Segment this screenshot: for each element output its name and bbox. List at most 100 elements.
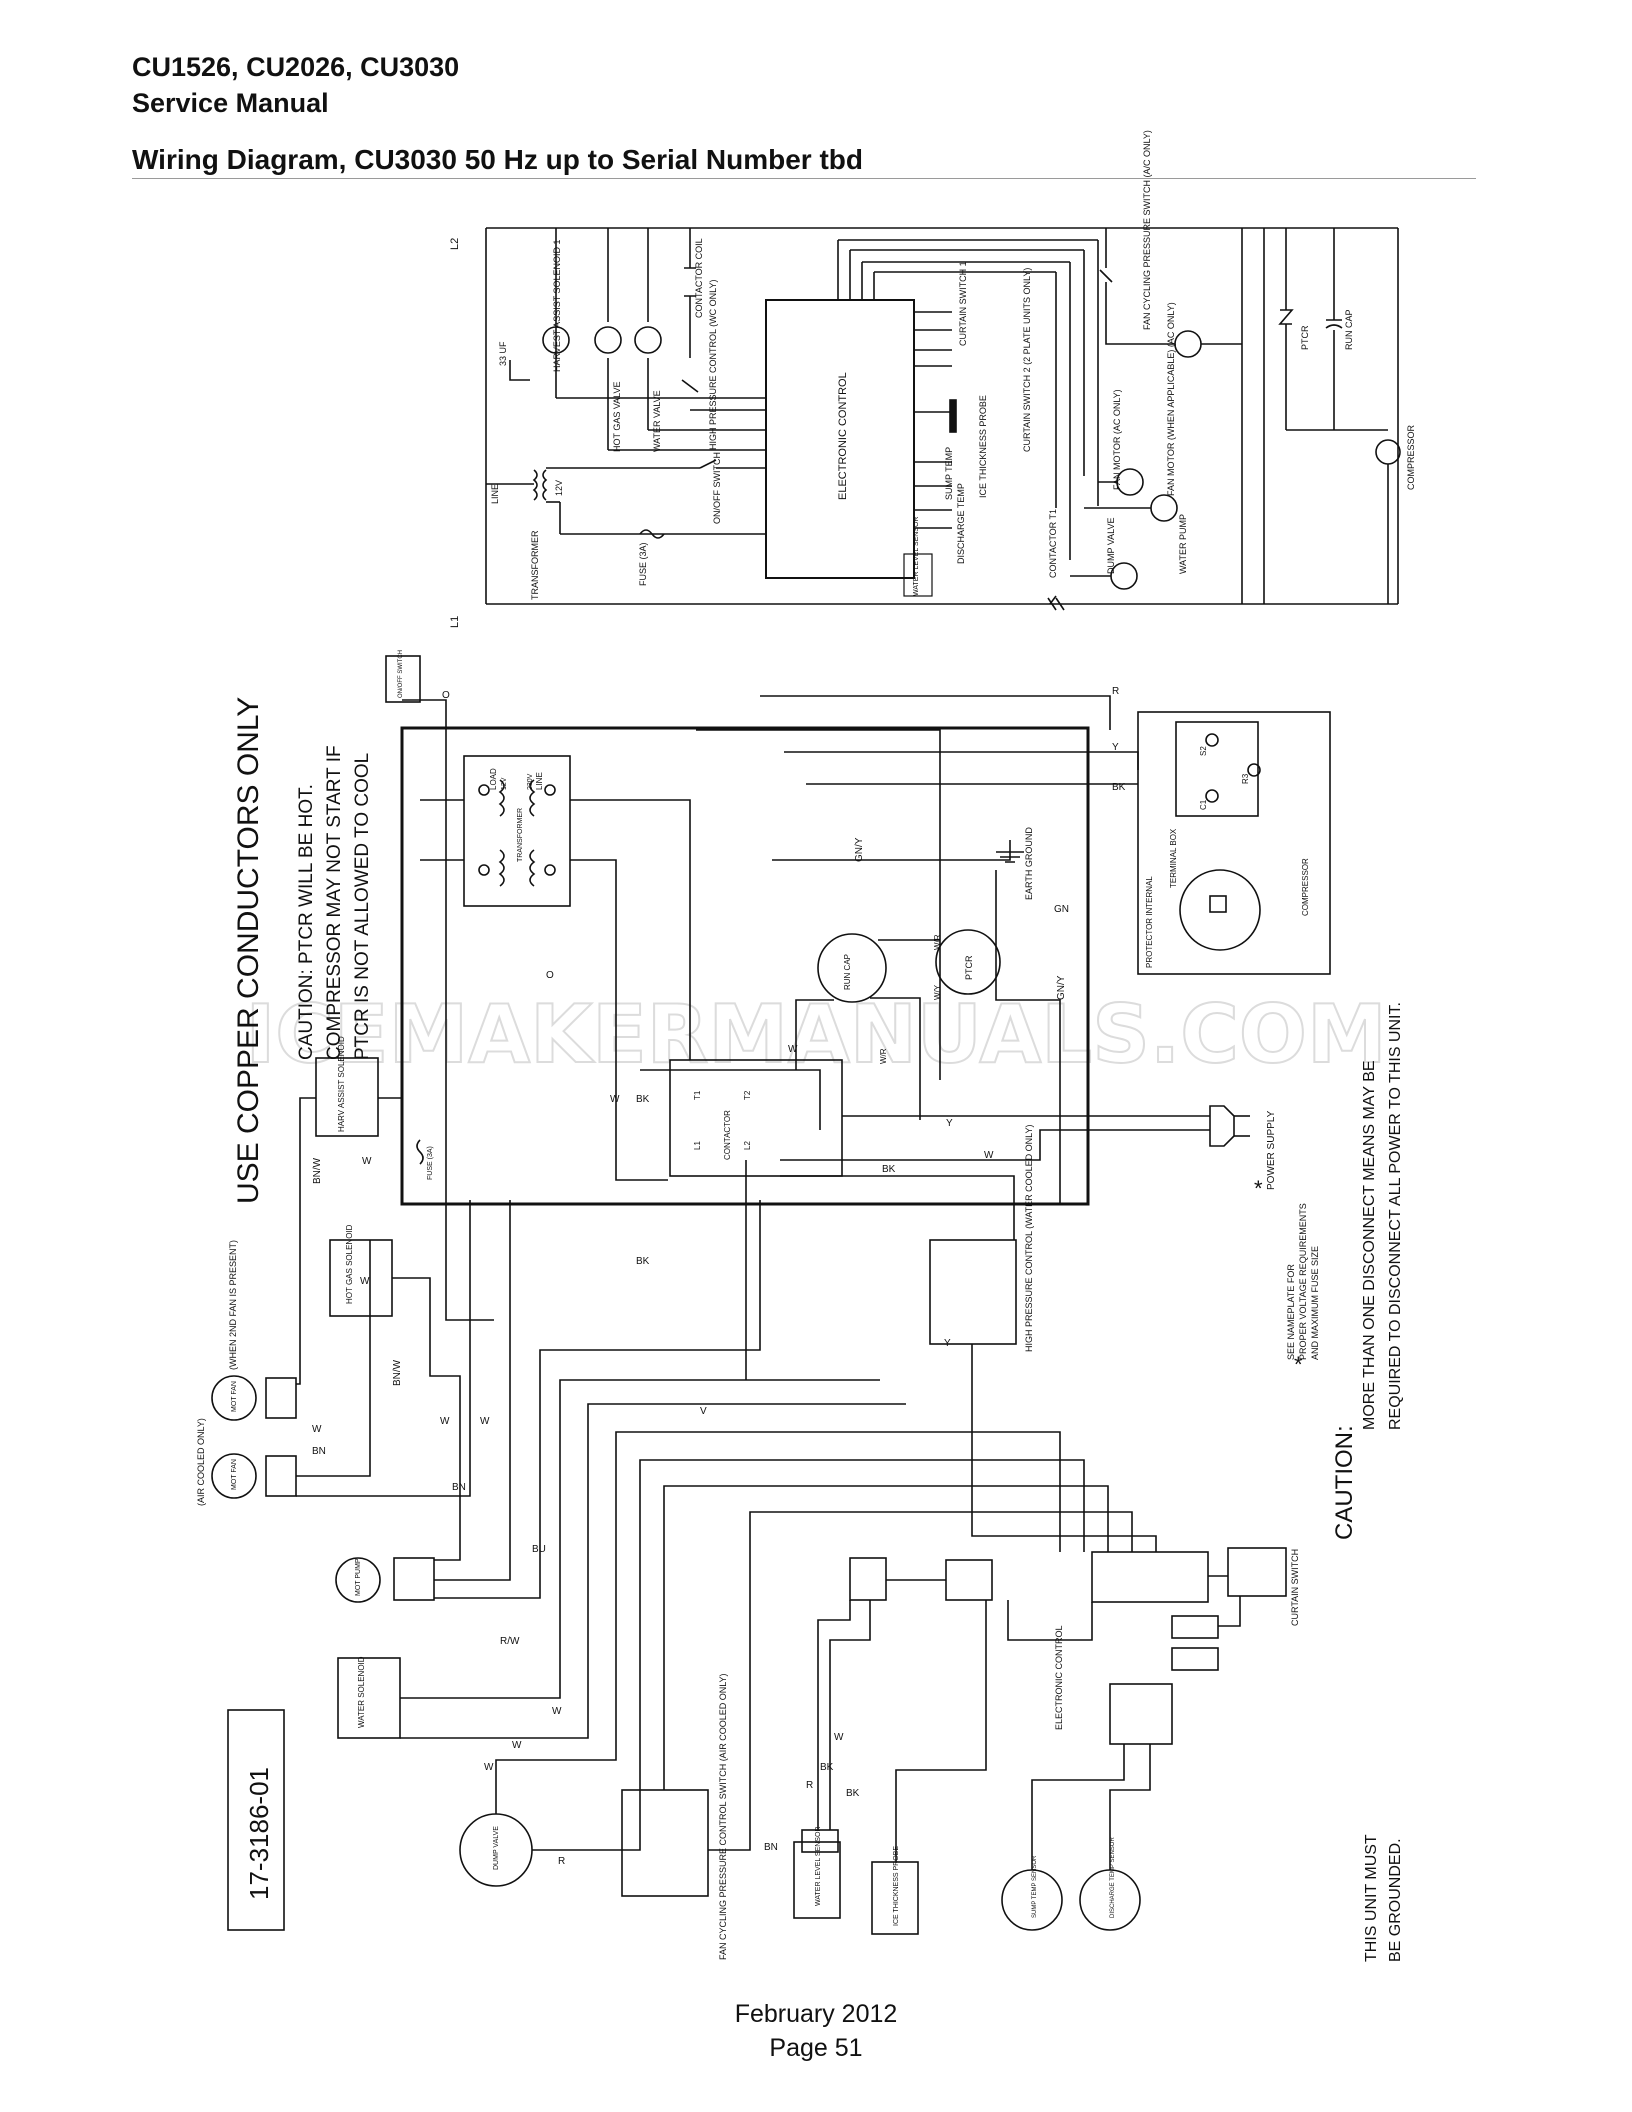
- svg-text:SUMP TEMP SENSOR: SUMP TEMP SENSOR: [1032, 1855, 1038, 1918]
- svg-text:WATER VALVE: WATER VALVE: [652, 390, 662, 452]
- svg-text:Y: Y: [946, 1118, 953, 1129]
- svg-text:PROPER VOLTAGE REQUIREMENTS: PROPER VOLTAGE REQUIREMENTS: [1298, 1203, 1308, 1360]
- svg-text:L1: L1: [693, 1141, 702, 1150]
- svg-text:TRANSFORMER: TRANSFORMER: [517, 808, 524, 862]
- svg-text:L2: L2: [743, 1141, 752, 1150]
- svg-text:HARVEST ASSIST SOLENOID 1: HARVEST ASSIST SOLENOID 1: [552, 239, 562, 372]
- svg-text:W/R: W/R: [933, 934, 942, 950]
- svg-text:Y: Y: [1112, 742, 1119, 753]
- svg-text:HIGH PRESSURE CONTROL (WC ONLY: HIGH PRESSURE CONTROL (WC ONLY): [708, 279, 718, 450]
- svg-text:PTCR: PTCR: [964, 955, 974, 980]
- curtain-switch[interactable]: [1227, 1547, 1287, 1597]
- wiring-layout: [211, 655, 1331, 1935]
- svg-text:W: W: [552, 1706, 562, 1717]
- svg-text:S2: S2: [1199, 746, 1208, 756]
- svg-text:HIGH PRESSURE CONTROL (WATER C: HIGH PRESSURE CONTROL (WATER COOLED ONLY…: [1024, 1124, 1034, 1352]
- svg-text:W: W: [484, 1762, 494, 1773]
- grounded-warning-1: THIS UNIT MUST: [1363, 1834, 1380, 1962]
- disconnect-warning-2: REQUIRED TO DISCONNECT ALL POWER TO THIS…: [1387, 1002, 1404, 1430]
- water-level-sensor: [793, 1841, 841, 1919]
- svg-text:EARTH GROUND: EARTH GROUND: [1024, 827, 1034, 900]
- ec-sensor-connector: [1109, 1683, 1173, 1745]
- svg-text:WATER PUMP: WATER PUMP: [1178, 514, 1188, 574]
- svg-text:*: *: [1254, 1176, 1263, 1201]
- schematic-ptcr: [1278, 309, 1294, 325]
- transformer-box: [463, 755, 571, 907]
- wiring-labels: USE COPPER CONDUCTORS ONLY CAUTION: PTCR…: [196, 650, 1404, 1962]
- svg-text:R: R: [558, 1856, 565, 1867]
- svg-text:O: O: [442, 690, 450, 701]
- svg-text:CONTACTOR T1: CONTACTOR T1: [1048, 509, 1058, 578]
- svg-text:DISCHARGE TEMP SENSOR: DISCHARGE TEMP SENSOR: [1110, 1837, 1116, 1918]
- svg-text:W/Y: W/Y: [933, 984, 942, 1000]
- copper-notice: USE COPPER CONDUCTORS ONLY: [232, 697, 265, 1204]
- part-number-frame: [227, 1709, 285, 1931]
- svg-text:ICE THICKNESS PROBE: ICE THICKNESS PROBE: [893, 1846, 900, 1926]
- schematic-labels: L2 L1 HARVEST ASSIST SOLENOID 1 33 UF HO…: [449, 130, 1416, 628]
- control-box: [400, 726, 1090, 1206]
- svg-text:LINE: LINE: [490, 484, 500, 504]
- svg-text:HOT GAS VALVE: HOT GAS VALVE: [612, 381, 622, 452]
- svg-text:MOT FAN: MOT FAN: [231, 1381, 238, 1412]
- fan-motor-1: [211, 1453, 257, 1499]
- svg-text:CONTACTOR COIL: CONTACTOR COIL: [694, 238, 704, 318]
- grounded-warning-2: BE GROUNDED.: [1387, 1838, 1404, 1962]
- connector-b: [945, 1559, 993, 1601]
- connector-a: [849, 1557, 887, 1601]
- svg-text:W: W: [512, 1740, 522, 1751]
- schematic-harvest-assist-coil: [542, 326, 570, 354]
- svg-text:T2: T2: [743, 1090, 752, 1100]
- svg-text:33 UF: 33 UF: [498, 341, 508, 366]
- watermark: ICEMAKERMANUALS.COM: [245, 988, 1386, 1081]
- svg-text:BK: BK: [820, 1762, 834, 1773]
- svg-text:BN/W: BN/W: [312, 1157, 323, 1184]
- svg-text:LINE: LINE: [535, 772, 544, 790]
- svg-text:R3: R3: [1241, 773, 1250, 784]
- svg-text:BN/W: BN/W: [392, 1359, 403, 1386]
- schematic-water-valve-coil: [634, 326, 662, 354]
- svg-text:DUMP VALVE: DUMP VALVE: [493, 1826, 500, 1870]
- svg-text:COMPRESSOR: COMPRESSOR: [1301, 858, 1310, 916]
- harv-assist-solenoid: [315, 1057, 379, 1137]
- svg-text:BK: BK: [1112, 782, 1126, 793]
- svg-text:W: W: [610, 1094, 620, 1105]
- svg-text:BK: BK: [636, 1256, 650, 1267]
- svg-text:W: W: [440, 1416, 450, 1427]
- svg-text:PTCR: PTCR: [1300, 325, 1310, 350]
- svg-text:*: *: [1294, 1352, 1303, 1377]
- curtain-connector-1: [1171, 1615, 1219, 1639]
- svg-text:12V: 12V: [501, 777, 508, 790]
- svg-text:BK: BK: [636, 1094, 650, 1105]
- water-solenoid: [337, 1657, 401, 1739]
- svg-text:(AIR COOLED ONLY): (AIR COOLED ONLY): [196, 1418, 206, 1506]
- svg-text:FUSE (3A): FUSE (3A): [638, 542, 648, 586]
- schematic-water-level-box: [903, 553, 933, 597]
- caution-ptcr-1: CAUTION: PTCR WILL BE HOT.: [296, 784, 317, 1060]
- svg-text:V: V: [700, 1406, 707, 1417]
- svg-text:COMPRESSOR: COMPRESSOR: [1406, 424, 1416, 490]
- svg-text:HARV ASSIST SOLENOID: HARV ASSIST SOLENOID: [337, 1036, 346, 1132]
- schematic-hot-gas-coil: [594, 326, 622, 354]
- svg-text:W: W: [480, 1416, 490, 1427]
- svg-text:L1: L1: [449, 616, 461, 628]
- svg-text:GN/Y: GN/Y: [1056, 975, 1067, 1000]
- manual-name: Service Manual: [132, 88, 329, 118]
- svg-text:W: W: [312, 1424, 322, 1435]
- svg-text:LOAD: LOAD: [489, 768, 498, 790]
- svg-text:BK: BK: [882, 1164, 896, 1175]
- schematic-electronic-control: [765, 299, 915, 579]
- svg-text:T1: T1: [693, 1090, 702, 1100]
- svg-text:RUN CAP: RUN CAP: [1344, 309, 1354, 350]
- svg-text:MOT PUMP: MOT PUMP: [355, 1558, 362, 1596]
- svg-text:CURTAIN SWITCH 2 (2 PLATE UNIT: CURTAIN SWITCH 2 (2 PLATE UNITS ONLY): [1022, 268, 1032, 452]
- ice-thickness-probe: [871, 1861, 919, 1935]
- svg-text:FUSE (3A): FUSE (3A): [427, 1146, 434, 1180]
- run-cap: [817, 933, 887, 1003]
- svg-text:HOT GAS SOLENOID: HOT GAS SOLENOID: [345, 1224, 354, 1304]
- on-off-switch[interactable]: [385, 655, 421, 703]
- svg-text:SUMP TEMP: SUMP TEMP: [944, 447, 954, 500]
- schematic-transformer-primary: [532, 469, 538, 501]
- water-pump: [335, 1557, 381, 1603]
- schematic-contactor-t1: [1047, 597, 1065, 611]
